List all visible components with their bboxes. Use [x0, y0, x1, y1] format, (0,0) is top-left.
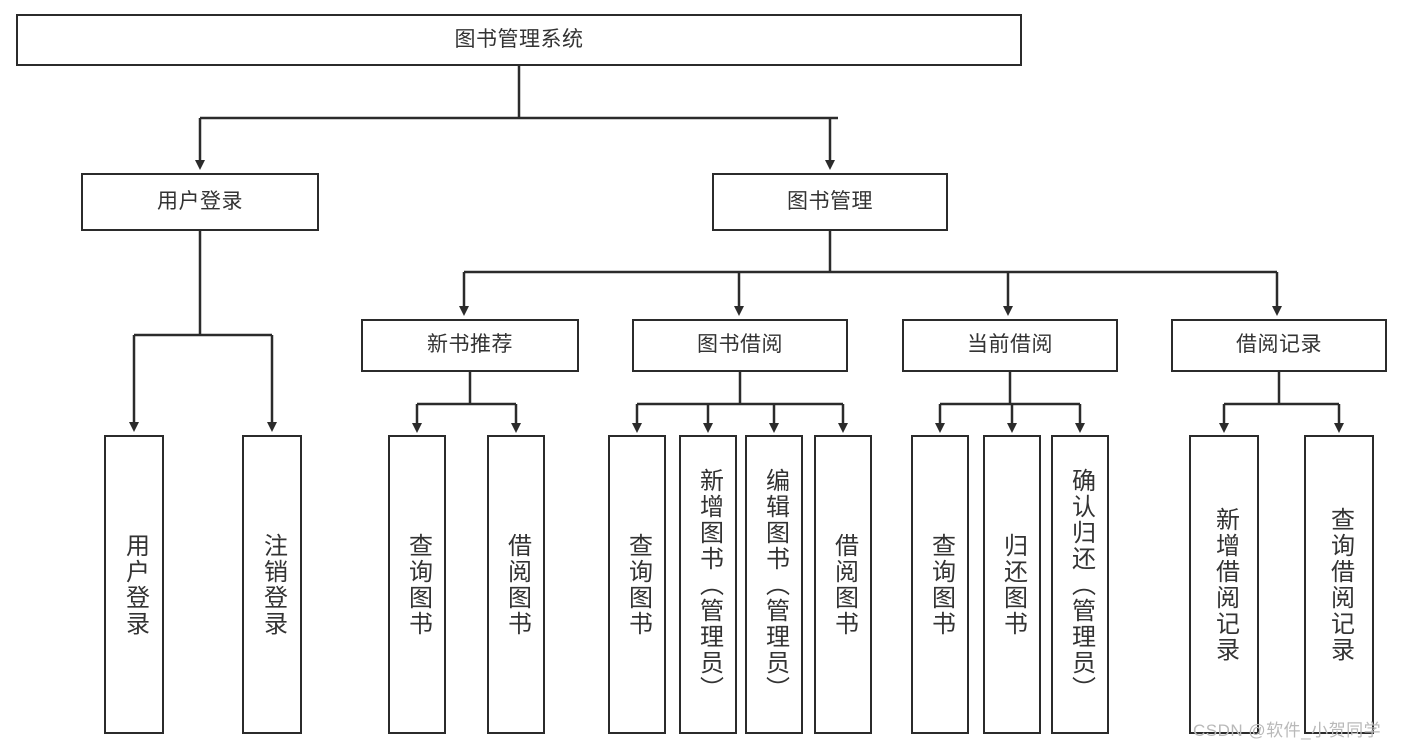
- node-leaf-confirm-return[interactable]: 确认归还（管理员）: [1051, 435, 1109, 734]
- node-borrow-record[interactable]: 借阅记录: [1171, 319, 1387, 372]
- node-root[interactable]: 图书管理系统: [16, 14, 1022, 66]
- node-new-book-recommend[interactable]: 新书推荐: [361, 319, 579, 372]
- node-leaf-logout-label: 注销登录: [259, 532, 287, 637]
- node-leaf-logout[interactable]: 注销登录: [242, 435, 302, 734]
- watermark: CSDN @软件_小贺同学: [1193, 721, 1382, 740]
- node-leaf-confirm-return-label: 确认归还（管理员）: [1067, 467, 1095, 702]
- node-book-manage-label: 图书管理: [787, 189, 873, 213]
- node-user-login[interactable]: 用户登录: [81, 173, 319, 231]
- node-leaf-user-login[interactable]: 用户登录: [104, 435, 164, 734]
- node-user-login-label: 用户登录: [157, 189, 243, 213]
- node-leaf-query-book-3[interactable]: 查询图书: [911, 435, 969, 734]
- node-book-borrow-label: 图书借阅: [697, 333, 783, 357]
- node-leaf-query-record[interactable]: 查询借阅记录: [1304, 435, 1374, 734]
- node-leaf-add-record-label: 新增借阅记录: [1211, 506, 1239, 663]
- node-borrow-record-label: 借阅记录: [1236, 333, 1322, 357]
- node-leaf-user-login-label: 用户登录: [121, 532, 149, 637]
- node-leaf-add-book[interactable]: 新增图书（管理员）: [679, 435, 737, 734]
- node-leaf-query-book-2-label: 查询图书: [624, 532, 652, 637]
- node-book-borrow[interactable]: 图书借阅: [632, 319, 848, 372]
- node-leaf-add-record[interactable]: 新增借阅记录: [1189, 435, 1259, 734]
- node-leaf-query-book-1-label: 查询图书: [404, 532, 432, 637]
- node-leaf-add-book-label: 新增图书（管理员）: [695, 467, 723, 702]
- node-leaf-return-book-label: 归还图书: [999, 532, 1027, 637]
- node-root-label: 图书管理系统: [454, 27, 584, 51]
- node-leaf-borrow-book-2[interactable]: 借阅图书: [814, 435, 872, 734]
- node-leaf-borrow-book-2-label: 借阅图书: [830, 532, 858, 637]
- node-leaf-edit-book[interactable]: 编辑图书（管理员）: [745, 435, 803, 734]
- node-leaf-query-book-3-label: 查询图书: [927, 532, 955, 637]
- node-leaf-borrow-book-1[interactable]: 借阅图书: [487, 435, 545, 734]
- node-leaf-return-book[interactable]: 归还图书: [983, 435, 1041, 734]
- node-leaf-query-book-1[interactable]: 查询图书: [388, 435, 446, 734]
- node-leaf-borrow-book-1-label: 借阅图书: [503, 532, 531, 637]
- node-book-manage[interactable]: 图书管理: [712, 173, 948, 231]
- node-current-borrow[interactable]: 当前借阅: [902, 319, 1118, 372]
- node-leaf-query-record-label: 查询借阅记录: [1326, 506, 1354, 663]
- node-current-borrow-label: 当前借阅: [967, 333, 1053, 357]
- node-leaf-query-book-2[interactable]: 查询图书: [608, 435, 666, 734]
- node-new-book-recommend-label: 新书推荐: [427, 333, 513, 357]
- node-leaf-edit-book-label: 编辑图书（管理员）: [761, 467, 789, 702]
